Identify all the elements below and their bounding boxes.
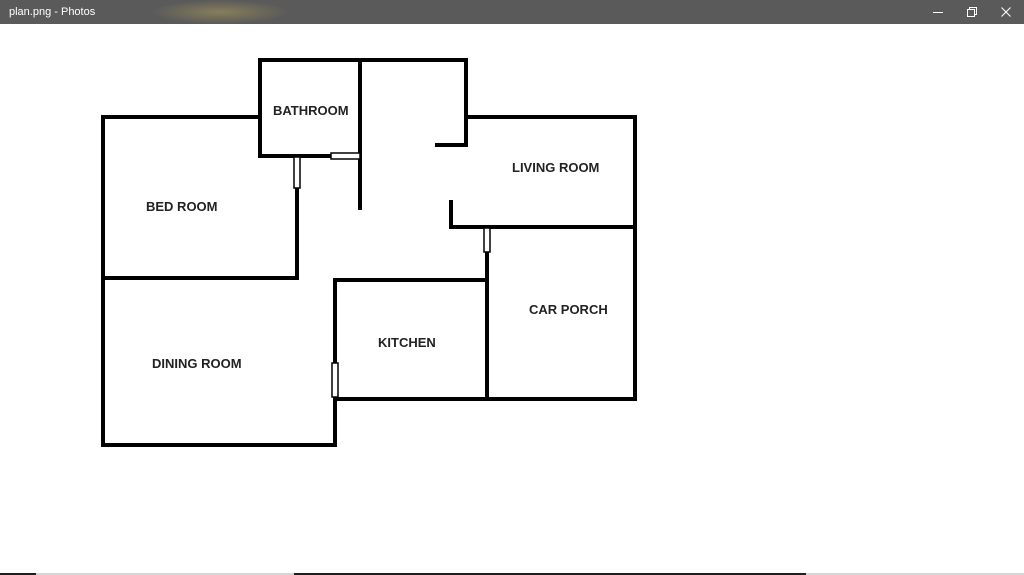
- close-icon: [1001, 7, 1011, 17]
- minimize-button[interactable]: [921, 0, 955, 24]
- restore-icon: [967, 7, 977, 17]
- title-bar[interactable]: plan.png - Photos: [0, 0, 1024, 24]
- label-dining-room: DINING ROOM: [152, 356, 242, 371]
- taskbar-edge-highlight-right: [806, 573, 1024, 575]
- image-canvas[interactable]: BATHROOM LIVING ROOM BED ROOM CAR PORCH …: [0, 24, 1024, 573]
- label-bathroom: BATHROOM: [273, 103, 349, 118]
- close-button[interactable]: [989, 0, 1023, 24]
- label-living-room: LIVING ROOM: [512, 160, 600, 175]
- window-title: plan.png - Photos: [9, 6, 96, 18]
- label-car-porch: CAR PORCH: [529, 302, 608, 317]
- door-car-porch: [483, 227, 491, 253]
- taskbar-edge-highlight-left: [36, 573, 294, 575]
- label-kitchen: KITCHEN: [378, 335, 436, 350]
- restore-button[interactable]: [955, 0, 989, 24]
- door-kitchen: [331, 362, 339, 398]
- floor-plan-drawing: [101, 58, 637, 447]
- label-bed-room: BED ROOM: [146, 199, 218, 214]
- minimize-icon: [933, 12, 943, 13]
- taskbar-edge: [0, 573, 1024, 575]
- door-bathroom: [330, 152, 361, 160]
- door-bedroom: [293, 156, 301, 189]
- title-bar-glow: [150, 0, 290, 24]
